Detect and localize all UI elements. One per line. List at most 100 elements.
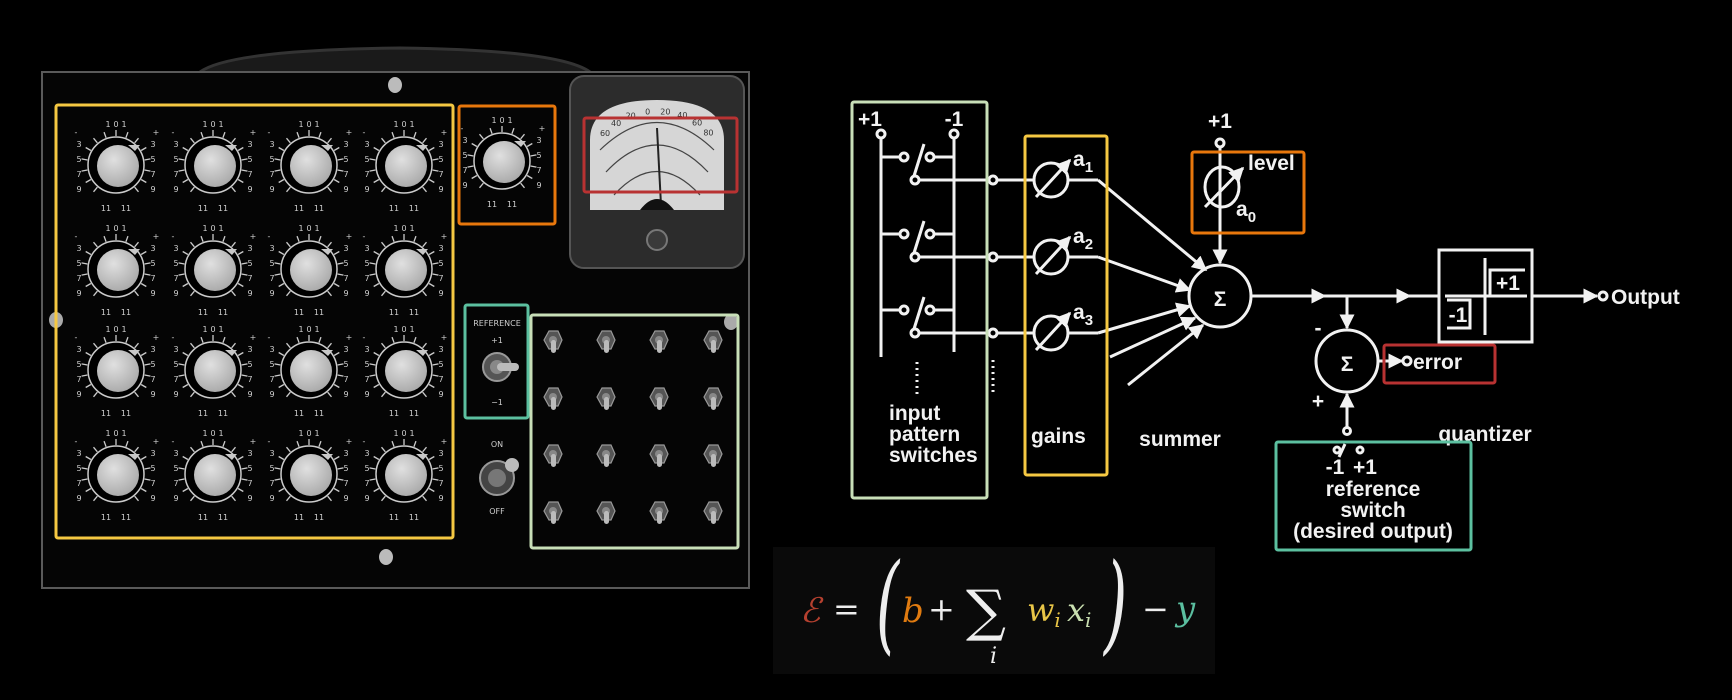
dial-label: 11 bbox=[198, 513, 208, 522]
dial-tick bbox=[182, 455, 189, 461]
input-toggle-switch[interactable] bbox=[703, 501, 723, 524]
input-toggle-switch[interactable] bbox=[596, 330, 616, 353]
dial-label: 3 bbox=[76, 244, 81, 253]
dial-label: 1 bbox=[393, 120, 398, 129]
dial-label: 1 bbox=[105, 120, 110, 129]
dial-tick bbox=[432, 262, 439, 265]
dial-label: 11 bbox=[294, 204, 304, 213]
input-toggle-switch[interactable] bbox=[703, 330, 723, 353]
dial-label: 9 bbox=[343, 289, 348, 298]
knob-cap bbox=[194, 145, 236, 187]
power-toggle-switch[interactable] bbox=[479, 458, 519, 496]
input-toggle-switch[interactable] bbox=[703, 387, 723, 410]
output-label: Output bbox=[1611, 286, 1680, 309]
dial-label: 11 bbox=[294, 513, 304, 522]
dial-label: 11 bbox=[198, 409, 208, 418]
dial-label: 11 bbox=[314, 308, 324, 317]
dial-tick bbox=[373, 487, 380, 493]
dial-label: + bbox=[250, 333, 257, 342]
dial-tick bbox=[278, 178, 285, 184]
dial-tick bbox=[296, 131, 300, 138]
input-toggle-switch[interactable] bbox=[596, 387, 616, 410]
dial-tick bbox=[125, 131, 129, 138]
dial-tick bbox=[140, 282, 147, 288]
dial-label: 7 bbox=[150, 170, 155, 179]
input-toggle-switch[interactable] bbox=[649, 444, 669, 467]
input-toggle-switch[interactable] bbox=[596, 444, 616, 467]
dial-label: 3 bbox=[462, 136, 467, 145]
input-toggle-switch[interactable] bbox=[543, 387, 563, 410]
input-toggle-switch[interactable] bbox=[543, 330, 563, 353]
dial-label: 3 bbox=[173, 449, 178, 458]
input-toggle-switch[interactable] bbox=[703, 444, 723, 467]
dial-label: 1 bbox=[202, 120, 207, 129]
dial-label: 9 bbox=[269, 390, 274, 399]
input-toggle-grid bbox=[543, 330, 723, 524]
inputs-highlight-box bbox=[529, 313, 740, 550]
dial-label: - bbox=[461, 124, 464, 133]
dial-label: 9 bbox=[364, 185, 369, 194]
weighted-input-arrow bbox=[1097, 178, 1208, 272]
dial-tick bbox=[190, 342, 195, 349]
knob-cap bbox=[97, 454, 139, 496]
input-toggle-switch[interactable] bbox=[649, 501, 669, 524]
input-toggle-switch[interactable] bbox=[543, 501, 563, 524]
toggle-lever bbox=[711, 340, 716, 353]
dial-tick bbox=[182, 487, 189, 493]
input-toggle-switch[interactable] bbox=[596, 501, 616, 524]
dial-tick bbox=[103, 235, 107, 242]
screw-icon bbox=[724, 314, 738, 330]
dial-label: 3 bbox=[438, 244, 443, 253]
dial-tick bbox=[422, 137, 427, 144]
dial-tick bbox=[125, 440, 129, 447]
dial-tick bbox=[471, 174, 478, 180]
dial-tick bbox=[413, 131, 417, 138]
dial-tick bbox=[467, 165, 474, 168]
dial-label: 3 bbox=[150, 140, 155, 149]
knob-pointer bbox=[225, 249, 237, 255]
input-toggle-switch[interactable] bbox=[543, 444, 563, 467]
dial-tick bbox=[140, 383, 147, 389]
dial-label: 9 bbox=[76, 494, 81, 503]
dial-label: 3 bbox=[76, 449, 81, 458]
dial-label: 7 bbox=[150, 274, 155, 283]
dial-tick bbox=[413, 440, 417, 447]
dial-tick bbox=[373, 455, 380, 461]
dial-label: 11 bbox=[314, 204, 324, 213]
dial-tick bbox=[241, 262, 248, 265]
dial-tick bbox=[178, 273, 185, 276]
dial-tick bbox=[369, 169, 376, 172]
input-toggle-switch[interactable] bbox=[649, 387, 669, 410]
dial-tick bbox=[140, 250, 147, 256]
dial-tick bbox=[369, 467, 376, 470]
dial-label: 1 bbox=[121, 429, 126, 438]
dial-label: 5 bbox=[247, 259, 252, 268]
knob-pointer bbox=[128, 249, 140, 255]
dial-label: - bbox=[363, 232, 366, 241]
dial-label: 11 bbox=[314, 409, 324, 418]
input-toggle-switch[interactable] bbox=[649, 330, 669, 353]
switch-blade bbox=[912, 220, 926, 254]
dial-tick bbox=[178, 363, 185, 366]
dial-tick bbox=[134, 446, 139, 453]
reference-toggle-switch[interactable] bbox=[482, 352, 519, 382]
dial-label: - bbox=[268, 128, 271, 137]
